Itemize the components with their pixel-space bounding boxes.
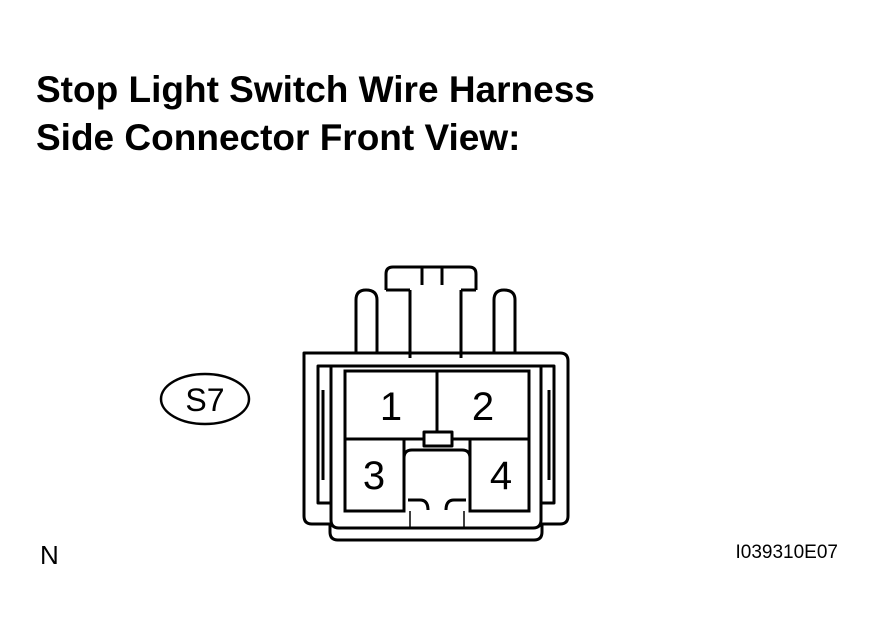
guide-rib-left xyxy=(354,288,379,353)
connector-housing xyxy=(302,265,570,542)
center-key-tab xyxy=(422,430,454,448)
center-key-slot xyxy=(402,448,472,511)
center-key xyxy=(402,430,472,527)
terminal-number-4: 4 xyxy=(490,454,512,498)
side-flange-right xyxy=(541,378,556,505)
latch-tab-nub xyxy=(420,267,444,285)
title-line-2: Side Connector Front View: xyxy=(36,117,521,158)
terminal-number-3: 3 xyxy=(363,454,385,498)
housing-outer xyxy=(302,351,570,542)
title-line-1: Stop Light Switch Wire Harness xyxy=(36,69,595,110)
view-code-label: N xyxy=(40,540,59,570)
connector-code-label: S7 xyxy=(185,382,224,418)
housing-inner xyxy=(316,364,556,530)
latch-stem xyxy=(408,290,463,358)
side-flange-left xyxy=(316,378,331,505)
connector-code-callout: S7 xyxy=(159,372,251,426)
terminal-numbers: 1 2 3 4 xyxy=(363,385,512,498)
center-key-floor xyxy=(409,511,465,527)
terminal-number-2: 2 xyxy=(472,385,494,429)
terminal-number-1: 1 xyxy=(380,385,402,429)
connector-code-ellipse xyxy=(159,372,251,426)
center-key-guide xyxy=(408,498,466,511)
diagram-title: Stop Light Switch Wire Harness Side Conn… xyxy=(36,66,595,162)
guide-rib-right xyxy=(492,288,517,353)
latch-tab xyxy=(384,265,478,290)
figure-id-label: I039310E07 xyxy=(735,542,839,563)
